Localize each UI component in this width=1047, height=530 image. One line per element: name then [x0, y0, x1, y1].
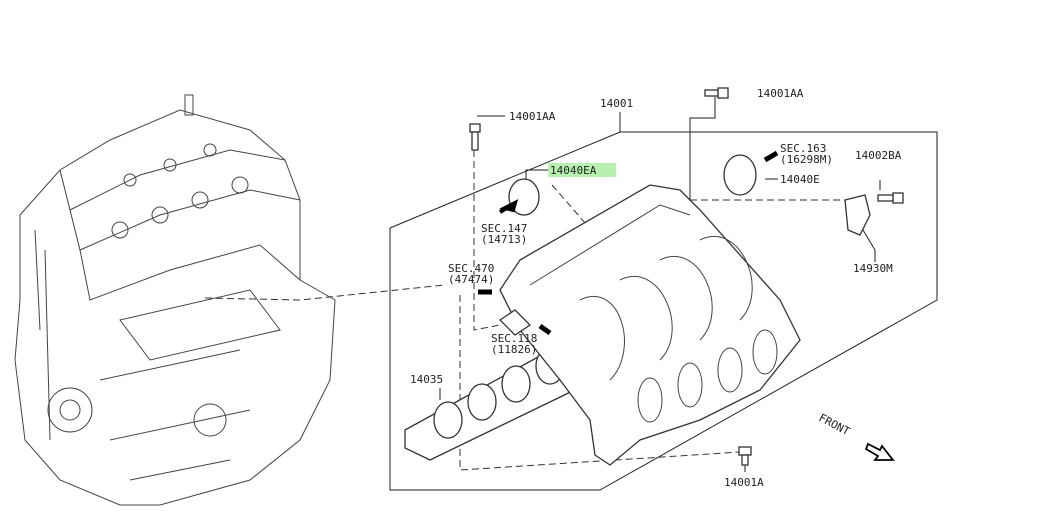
front-arrow-icon	[864, 442, 895, 461]
label-14001AA-top[interactable]: 14001AA	[757, 87, 804, 100]
label-14001AA-left[interactable]: 14001AA	[509, 110, 556, 123]
label-sec118-ref: (11826)	[491, 343, 537, 356]
label-sec147[interactable]: SEC.147	[481, 222, 527, 235]
gasket-14040EA	[508, 178, 540, 216]
label-14035[interactable]: 14035	[410, 373, 443, 386]
label-sec163[interactable]: SEC.163	[780, 142, 826, 155]
bolt-14001AA-top	[704, 87, 729, 99]
highlight-14040EA	[548, 163, 616, 177]
arrow-sec118-icon	[538, 323, 552, 336]
label-14040E[interactable]: 14040E	[780, 173, 820, 186]
arrow-sec147-icon	[498, 199, 519, 214]
label-sec147-ref: (14713)	[481, 233, 527, 246]
label-front: FRONT	[817, 411, 853, 438]
label-14930M[interactable]: 14930M	[853, 262, 893, 275]
label-14002BA[interactable]: 14002BA	[855, 149, 902, 162]
bolt-14002BA	[877, 192, 904, 204]
label-sec470[interactable]: SEC.470	[448, 262, 494, 275]
sensor-14930M	[844, 194, 871, 236]
arrow-sec163-icon	[763, 150, 779, 163]
label-sec118[interactable]: SEC.118	[491, 332, 537, 345]
label-sec470-ref: (47474)	[448, 273, 494, 286]
bolt-14001AA-left	[469, 123, 481, 151]
gasket-14040E	[723, 154, 757, 196]
engine-assembly	[14, 94, 336, 506]
label-14001[interactable]: 14001	[600, 97, 633, 110]
label-14001A[interactable]: 14001A	[724, 476, 764, 489]
bolt-14001A	[738, 446, 752, 466]
label-sec163-ref: (16298M)	[780, 153, 833, 166]
intake-manifold-14001	[498, 184, 801, 466]
label-14040EA[interactable]: 14040EA	[550, 164, 597, 177]
